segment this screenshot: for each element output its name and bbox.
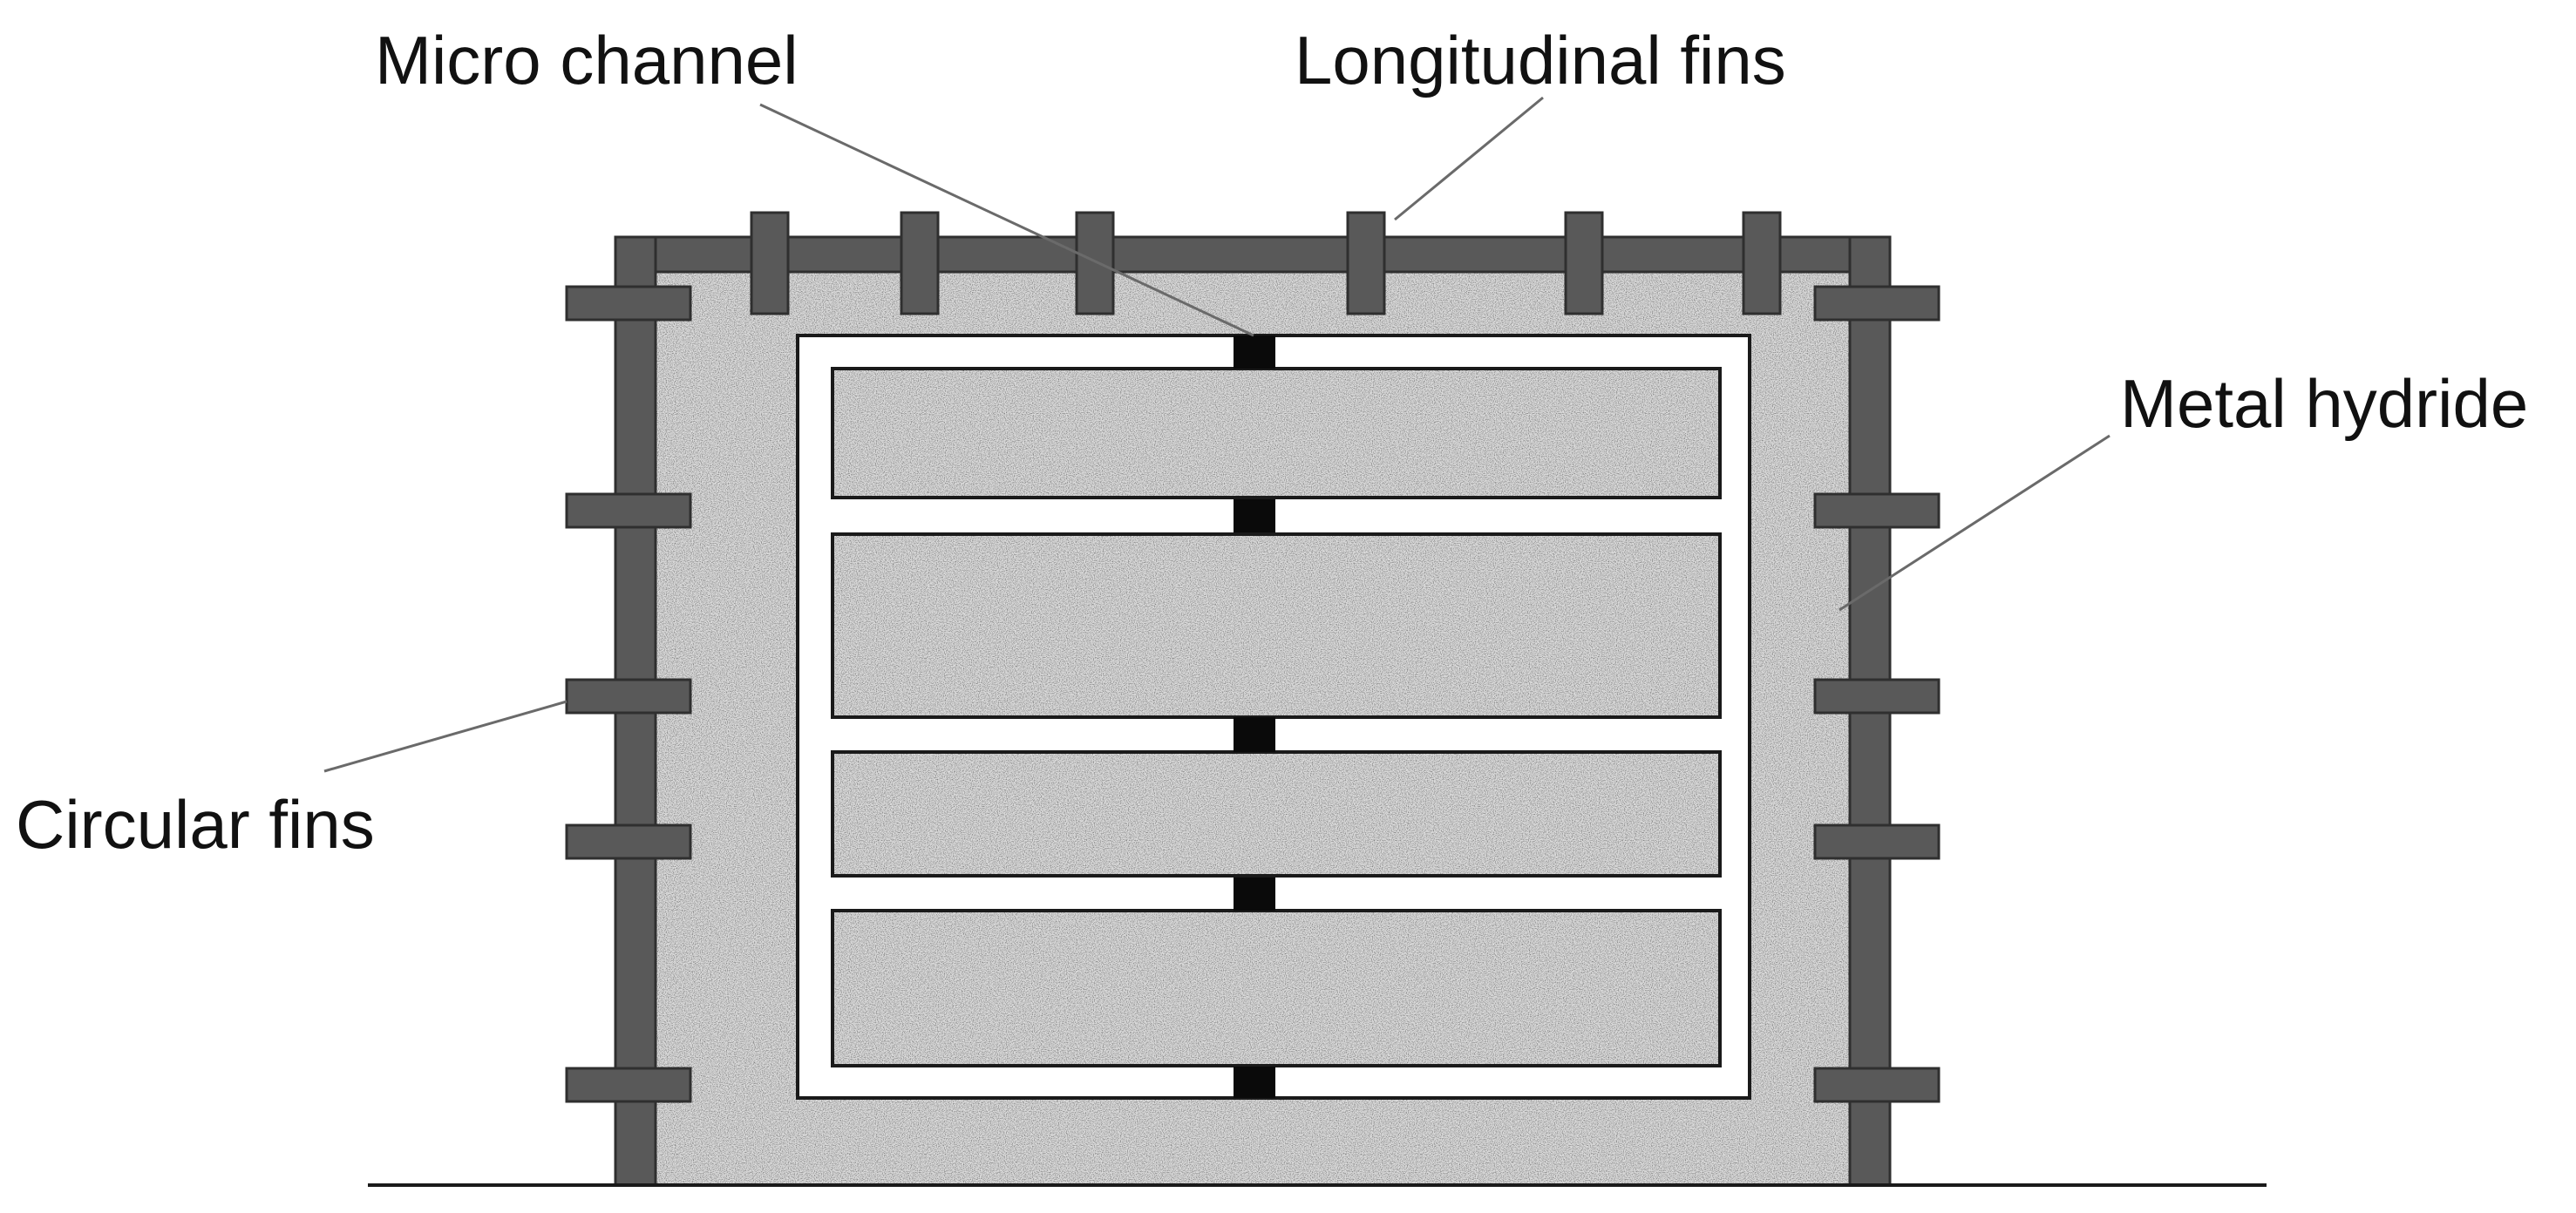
longitudinal-fins [750,211,1782,315]
micro-channel-label: Micro channel [375,22,799,98]
hydride-strips [831,367,1722,1067]
circular-fins-right [1813,285,1940,1103]
channel-node-3 [1234,717,1275,752]
circular-fins-label: Circular fins [16,786,375,863]
longitudinal-fins-leader [1394,96,1544,221]
channel-node-2 [1234,499,1275,532]
top-wall [614,235,1892,274]
metal-hydride-leader [1839,434,2110,612]
hydride-strip-2 [831,532,1722,719]
hydride-strip-4 [831,909,1722,1067]
circular-fins-leader [323,700,568,773]
micro-channel-nodes [1234,335,1275,1098]
circular-fins-left [565,285,692,1103]
channel-node-5 [1234,1067,1275,1098]
hydride-strip-3 [831,750,1722,878]
metal-hydride-label: Metal hydride [2120,365,2528,442]
hydride-strip-1 [831,367,1722,499]
longitudinal-fins-label: Longitudinal fins [1295,22,1786,98]
micro-channel-leader [759,103,1254,337]
channel-node-4 [1234,878,1275,911]
channel-node-1 [1234,335,1275,369]
